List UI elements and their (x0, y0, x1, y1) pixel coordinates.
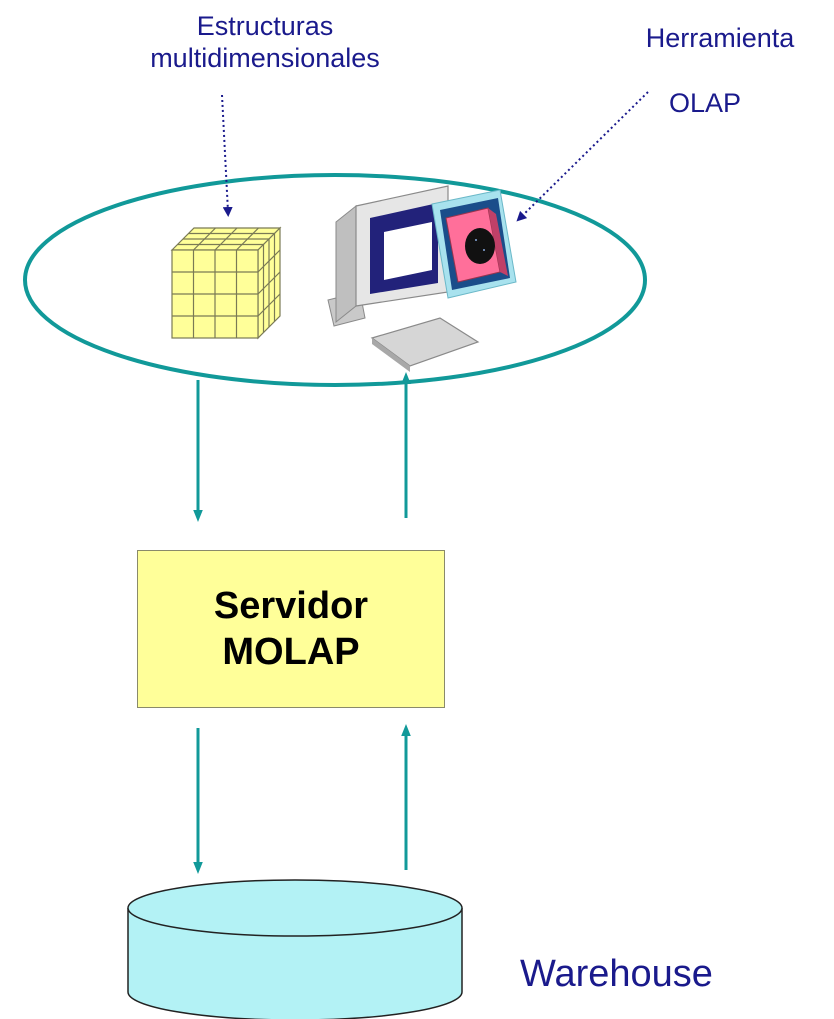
structures-label-line1: Estructuras (196, 11, 334, 41)
client-ellipse (23, 173, 647, 387)
structures-label-line2: multidimensionales (150, 43, 380, 73)
olap-workstation-icon (327, 185, 517, 372)
data-cube-icon (170, 226, 282, 340)
structures-pointer (221, 94, 233, 217)
molap-server-box: Servidor MOLAP (137, 550, 445, 708)
database-icon (127, 879, 463, 1019)
server-label-line1: Servidor (213, 585, 369, 627)
olap-tool-label-line1: Herramienta (645, 23, 795, 53)
server-label-line2: MOLAP (222, 631, 360, 673)
structures-label: Estructuras multidimensionales (130, 10, 400, 74)
olap-tool-label-line2: OLAP (668, 88, 742, 118)
warehouse-label: Warehouse (520, 953, 713, 995)
